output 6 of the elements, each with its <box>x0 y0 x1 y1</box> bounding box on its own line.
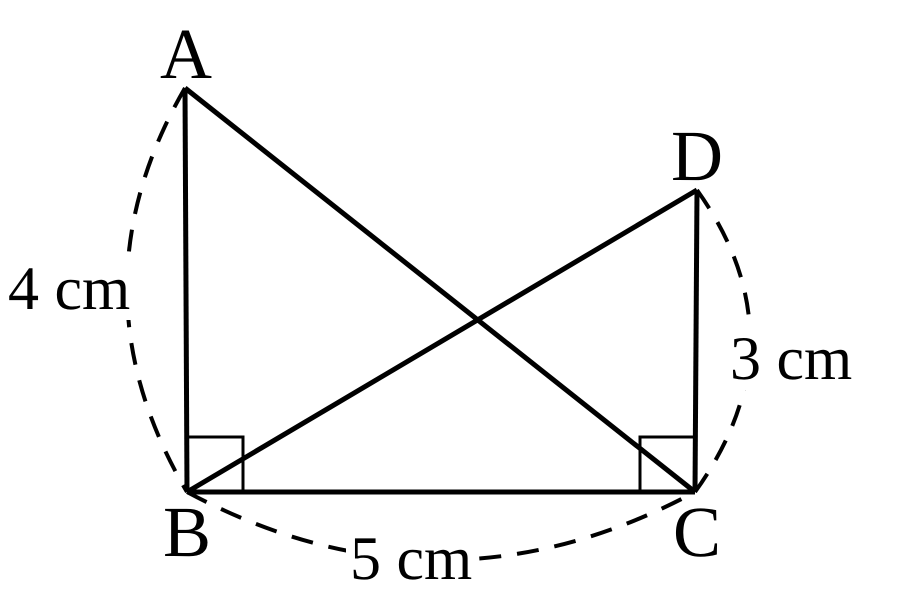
vertex-label: A <box>155 18 217 86</box>
vertex-label: D <box>666 120 728 188</box>
vertex-label: B <box>156 496 218 576</box>
line-segment <box>182 88 190 492</box>
line-segment <box>187 490 695 494</box>
vertex-label: C <box>666 496 728 576</box>
